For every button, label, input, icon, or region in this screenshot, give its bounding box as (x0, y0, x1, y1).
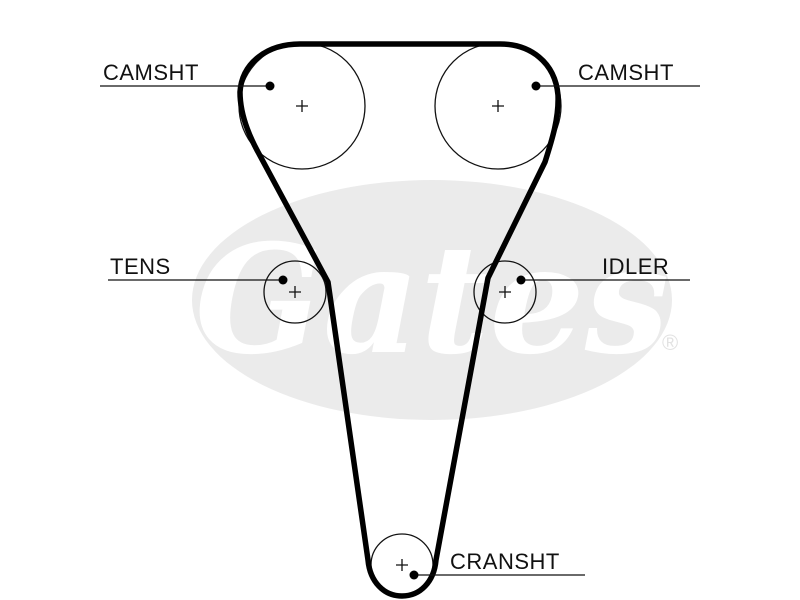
crankshaft-center-icon (396, 559, 408, 571)
tensioner-dot-icon (278, 275, 288, 285)
leader-lines (100, 85, 700, 576)
idler-dot-icon (516, 275, 526, 285)
camshaft-right-dot-icon (531, 81, 541, 91)
pulley-centers (289, 100, 511, 571)
camshaft-left-center-icon (296, 100, 308, 112)
crankshaft-label: CRANSHT (450, 549, 560, 574)
idler-label: IDLER (602, 254, 669, 279)
watermark-oval (192, 180, 672, 420)
timing-belt (237, 41, 561, 599)
watermark-logo: Gates ® (192, 180, 678, 420)
tensioner-center-icon (289, 286, 301, 298)
camshaft-right-label: CAMSHT (578, 60, 674, 85)
tensioner-pulley (263, 260, 327, 324)
camshaft-left-label: CAMSHT (103, 60, 199, 85)
tensioner-label: TENS (110, 254, 171, 279)
watermark-registered-mark: ® (662, 330, 678, 355)
crankshaft-dot-icon (409, 570, 419, 580)
labels: CAMSHT CAMSHT TENS IDLER CRANSHT (103, 60, 674, 574)
camshaft-right-center-icon (492, 100, 504, 112)
watermark-text: Gates (195, 212, 669, 388)
idler-center-icon (499, 286, 511, 298)
reference-dots (265, 81, 541, 580)
idler-pulley (473, 260, 537, 324)
camshaft-left-dot-icon (265, 81, 275, 91)
